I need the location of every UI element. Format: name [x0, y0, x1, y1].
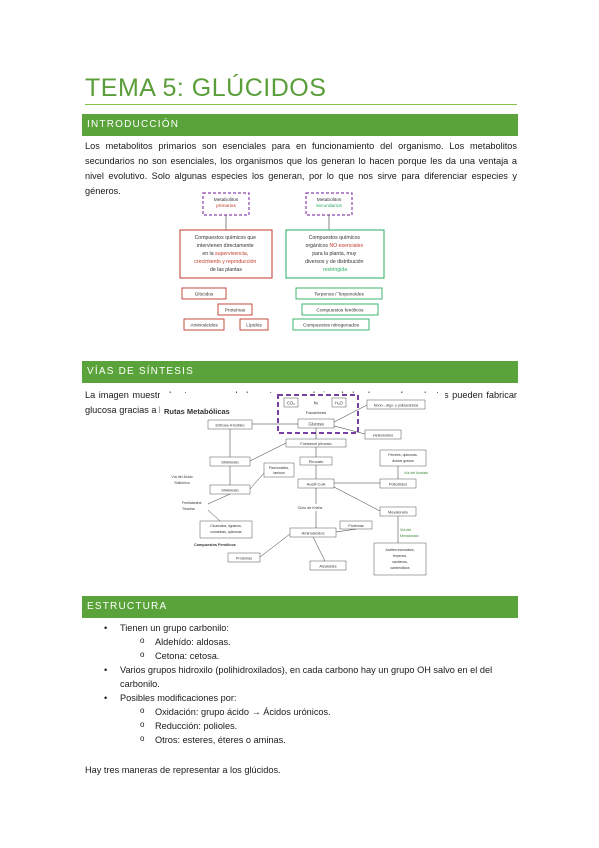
estructura-list: Tienen un grupo carbonilo: Aldehído: ald… [85, 621, 517, 747]
list-item-text: Posibles modificaciones por: [120, 693, 237, 703]
d2-cinamatos: Cinamatos, lignanos,cumarinas, quinonas [210, 524, 242, 534]
sub-list-item: Reducción: polioles. [120, 718, 517, 733]
diagram1-prim-item-3: Lípidos [246, 323, 262, 329]
diagram1-prim-item-2: Aminoácidos [190, 323, 218, 329]
diagram1-prim-item-0: Glúcidos [195, 292, 214, 298]
d2-fenoles: Fenoles, quinonas,ácidos grasos [388, 453, 418, 463]
diagram1-prim-item-1: Proteínas [225, 308, 246, 314]
list-item-text: Varios grupos hidroxilo (polihidroxilado… [120, 665, 493, 689]
d2-fosfoenol: Fosfoenol piruvato [300, 442, 331, 446]
d2-glucosa: Glucosa [308, 422, 324, 427]
diagram1-sec-desc: Compuestos químicos orgánicos NO esencia… [305, 235, 365, 273]
d2-fotosintesis: Fotosíntesis [306, 411, 327, 415]
diagram1-sec-item-0: Terpenos / Terpenoides [314, 292, 364, 298]
section-heading-vias-sintesis: VÍAS DE SÍNTESIS [82, 361, 518, 383]
sub-list-item: Otros: esteres, éteres o aminas. [120, 732, 517, 747]
diagram1-sec-item-2: Compuestos nitrogenados [303, 323, 360, 329]
d2-alcaloides: Alcaloides [319, 565, 336, 569]
d2-shikimato: Shikimato [221, 460, 239, 465]
d2-piruvato: Piruvato [309, 459, 324, 464]
d2-mevalonato: Mevalonato [388, 511, 408, 515]
diagram1-sec-item-1: Compuestos fenólicos [316, 308, 364, 314]
list-item: Varios grupos hidroxilo (polihidroxilado… [85, 663, 517, 691]
d2-acetil: Acetil CoA [307, 482, 326, 487]
d2-h2o: H₂O [335, 401, 344, 406]
d2-via-acetato: Vía del Acetato [404, 471, 428, 475]
metabolic-routes-diagram: Rutas Metabólicas CO₂ hv H₂O Fotosíntesi… [160, 393, 445, 583]
list-item: Tienen un grupo carbonilo: Aldehído: ald… [85, 621, 517, 663]
sub-list-item: Cetona: cetosa. [120, 648, 517, 663]
page-title: TEMA 5: GLÚCIDOS [85, 74, 327, 102]
d2-aminoacidos: Aminoácidos [302, 531, 325, 536]
d2-krebs: Ciclo de Krebs [298, 506, 323, 510]
diagram1-prim-desc: Compuestos químicos que intervienen dire… [194, 235, 257, 273]
d2-eritrosa: Eritrosa-4-fosfato [215, 424, 244, 428]
d2-isoprenoides: Aceites esenciales,terpenos,carotenos,ca… [385, 548, 414, 570]
d2-co2: CO₂ [287, 401, 295, 406]
section-heading-estructura: ESTRUCTURA [82, 596, 518, 618]
list-item-text: Tienen un grupo carbonilo: [120, 623, 229, 633]
d2-title: Rutas Metabólicas [164, 407, 230, 416]
d2-proteinas: Proteínas [236, 557, 252, 561]
intro-paragraph: Los metabolitos primarios son esenciales… [85, 141, 517, 196]
d2-policetidos: Policétidos [389, 483, 407, 487]
d2-compuestos-fenolicos: Compuestos Fenólicos [194, 543, 236, 547]
d2-heterosidos: Heterósidos [373, 434, 393, 438]
title-underline [85, 104, 517, 105]
d2-proteinas-r: Proteínas [348, 524, 364, 528]
list-item: Posibles modificaciones por: Oxidación: … [85, 691, 517, 747]
section-heading-introduccion: INTRODUCCIÓN [82, 114, 518, 136]
d2-flavonoides: Flavonoides,taninos [269, 466, 289, 475]
d2-monosacaridos: Mono-, oligo- y polisacáridos [374, 404, 419, 408]
d2-shikimato-2: Shikimato [221, 488, 239, 493]
estructura-closing: Hay tres maneras de representar a los gl… [85, 765, 281, 775]
sub-list-item: Oxidación: grupo ácido → Ácidos urónicos… [120, 704, 517, 719]
sub-list-item: Aldehído: aldosas. [120, 634, 517, 649]
d2-hv: hv [314, 401, 319, 406]
